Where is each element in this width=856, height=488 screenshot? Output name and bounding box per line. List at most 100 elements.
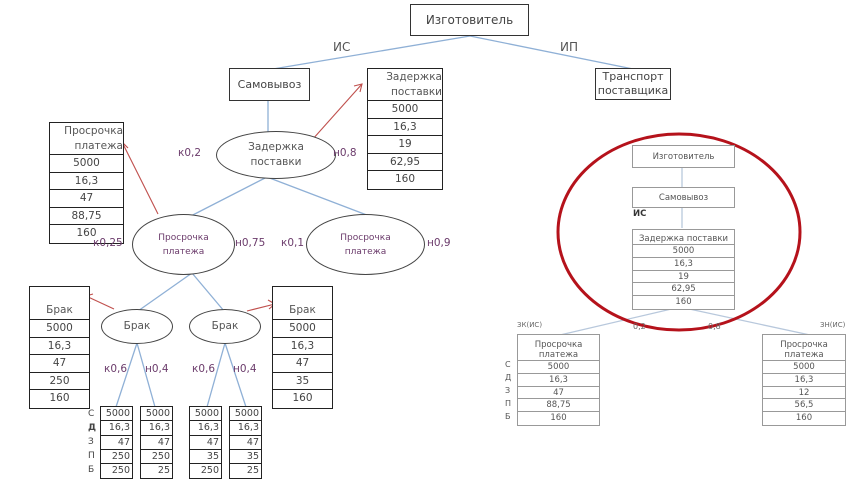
- payment-cell: 5000: [50, 155, 123, 173]
- delay-table: Задержка поставки 5000 16,3 19 62,95 160: [367, 68, 443, 190]
- inset-payment-left-cell: 47: [518, 387, 599, 400]
- payment-node-left: Просрочка платежа: [132, 214, 235, 275]
- edge-payment-defect-right: [191, 272, 225, 312]
- inset-row-label: Д: [505, 373, 512, 382]
- highlight-ellipse: [556, 132, 802, 332]
- defect-right-label: Брак: [211, 320, 239, 332]
- edge-defect-leaf4: [224, 342, 247, 408]
- inset-payment-table-left: Просрочка платежа 5000 16,3 47 88,75 160: [517, 334, 600, 426]
- delay-cell: 62,95: [368, 154, 442, 171]
- leaf-cell: 47: [230, 436, 261, 450]
- leaf-cell: 25: [246, 465, 259, 477]
- inset-right-prob: 0,8: [708, 322, 721, 331]
- payment-left-line2: платежа: [162, 246, 205, 257]
- defect-node-left: Брак: [101, 309, 173, 344]
- inset-root-box: Изготовитель: [632, 145, 735, 168]
- defect-table-left: Брак 5000 16,3 47 250 160: [29, 286, 90, 409]
- leaf-cell: 5000: [230, 407, 261, 422]
- defect-left-cell: 16,3: [30, 338, 89, 355]
- payment-header-line2: платежа: [74, 139, 123, 152]
- leaf-cell: 47: [190, 436, 221, 450]
- defect-left-prob-n: н0,4: [145, 363, 169, 375]
- defect-right-header: Брак: [273, 287, 332, 320]
- leaf-table-3: 5000 16,3 47 35 250: [189, 406, 222, 480]
- edge-root-pickup: [272, 35, 471, 70]
- defect-left-cell: 160: [49, 392, 70, 404]
- inset-payment-right-cell: 160: [795, 413, 813, 424]
- inset-delay-cell: 160: [675, 297, 692, 308]
- leaf-row-label: Б: [88, 465, 95, 475]
- inset-is-label: ИС: [633, 209, 647, 219]
- leaf-cell: 35: [230, 450, 261, 465]
- inset-payment-right-cell: 56,5: [763, 399, 845, 413]
- leaf-cell: 250: [101, 450, 132, 465]
- inset-payment-right-cell: 12: [763, 387, 845, 400]
- edge-delay-payment-left: [184, 176, 268, 220]
- payment-table: Просрочка платежа 5000 16,3 47 88,75 160: [49, 122, 124, 244]
- root-label: Изготовитель: [425, 12, 514, 27]
- leaf-row-label: Д: [88, 423, 97, 433]
- delay-header-line2: поставки: [391, 85, 442, 98]
- payment-right-line1: Просрочка: [340, 232, 391, 243]
- payment-node-right: Просрочка платежа: [306, 214, 425, 275]
- payment-table-header: Просрочка платежа: [50, 123, 123, 155]
- inset-pickup-label: Самовывоз: [658, 192, 709, 203]
- delay-prob-n: н0,8: [333, 147, 357, 159]
- inset-row-label: З: [505, 386, 511, 395]
- leaf-cell: 16,3: [101, 421, 132, 436]
- delay-cell: 160: [394, 173, 416, 185]
- defect-left-header: Брак: [30, 287, 89, 320]
- inset-payment-left-cell: 88,75: [518, 399, 599, 413]
- pickup-box: Самовывоз: [229, 68, 310, 101]
- edge-payment-defect-left: [137, 272, 193, 312]
- inset-payment-right-header: Просрочка платежа: [763, 335, 845, 361]
- inset-payment-table-right: Просрочка платежа 5000 16,3 12 56,5 160: [762, 334, 846, 426]
- defect-left-cell: 47: [30, 355, 89, 373]
- inset-delay-cell: 62,95: [633, 283, 734, 297]
- payment-right-prob-n: н0,9: [427, 237, 451, 249]
- delay-node-line1: Задержка: [248, 141, 304, 153]
- defect-table-right: Брак 5000 16,3 47 35 160: [272, 286, 333, 409]
- inset-payment-left-header: Просрочка платежа: [518, 335, 599, 361]
- payment-left-prob-n: н0,75: [235, 237, 266, 249]
- leaf-cell: 16,3: [141, 421, 172, 436]
- defect-left-label: Брак: [123, 320, 151, 332]
- edge-defect-leaf2: [136, 342, 156, 408]
- defect-right-prob-k: к0,6: [192, 363, 216, 375]
- payment-right-prob-k: к0,1: [281, 237, 305, 249]
- leaf-cell: 250: [111, 465, 130, 477]
- transport-line2: поставщика: [597, 84, 669, 97]
- inset-delay-cell: 5000: [633, 245, 734, 258]
- delay-node: Задержка поставки: [216, 131, 336, 179]
- leaf-cell: 5000: [190, 407, 221, 422]
- delay-node-line2: поставки: [250, 156, 302, 168]
- defect-node-right: Брак: [189, 309, 261, 344]
- defect-right-cell: 47: [273, 355, 332, 373]
- leaf-cell: 35: [190, 450, 221, 465]
- edge-root-transport: [469, 35, 634, 70]
- root-manufacturer-box: Изготовитель: [410, 4, 529, 36]
- defect-right-cell: 16,3: [273, 338, 332, 355]
- leaf-cell: 47: [141, 436, 172, 450]
- payment-header-line1: Просрочка: [64, 124, 123, 137]
- inset-payment-left-cell: 5000: [518, 361, 599, 374]
- branch-ip-label: ИП: [560, 40, 578, 54]
- defect-right-cell: 5000: [273, 320, 332, 338]
- defect-right-prob-n: н0,4: [233, 363, 257, 375]
- leaf-cell: 25: [157, 465, 170, 477]
- delay-header-line1: Задержка: [386, 70, 442, 83]
- edge-defect-leaf1: [115, 342, 138, 408]
- delay-cell: 5000: [368, 101, 442, 119]
- payment-left-line1: Просрочка: [158, 232, 209, 243]
- delay-cell: 19: [368, 136, 442, 154]
- inset-row-label: Б: [505, 412, 511, 421]
- delay-prob-k: к0,2: [178, 147, 202, 159]
- leaf-cell: 250: [141, 450, 172, 465]
- leaf-table-2: 5000 16,3 47 250 25: [140, 406, 173, 480]
- inset-row-label: С: [505, 360, 511, 369]
- payment-cell: 88,75: [50, 208, 123, 225]
- leaf-row-label: С: [88, 409, 95, 419]
- payment-right-line2: платежа: [344, 246, 387, 257]
- transport-line1: Транспорт: [602, 70, 664, 83]
